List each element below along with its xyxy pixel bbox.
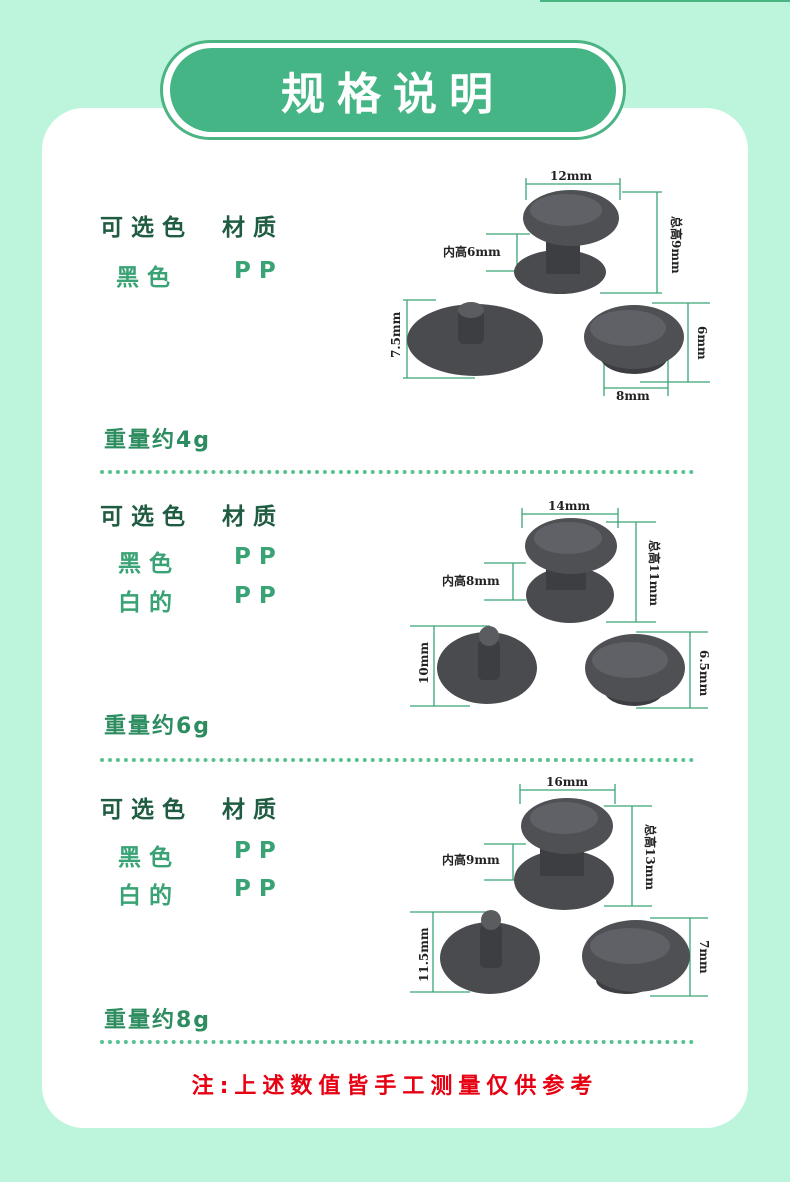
dim-diameter-1: 12mm <box>550 169 592 183</box>
label-material-2: 材质 <box>222 504 284 530</box>
page-title: 规格说明 <box>281 69 505 120</box>
option-color-3-1: 黑色 <box>118 845 180 871</box>
option-color-2-1: 黑色 <box>118 551 180 577</box>
dim-diameter-2: 14mm <box>548 499 590 513</box>
dim-cap-1: 6mm <box>695 326 709 360</box>
dim-cap-3: 7mm <box>697 940 711 974</box>
product-figure-3: 16mm 内高9mm 总高13mm 11.5mm 7mm <box>410 775 711 997</box>
weight-2: 重量约6g <box>104 714 212 739</box>
option-material-2-2: PP <box>234 583 284 609</box>
dim-total-1: 总高9mm <box>669 216 684 274</box>
label-color-3: 可选色 <box>100 797 193 823</box>
option-color-1-1: 黑色 <box>116 265 178 291</box>
banner: 规格说明 <box>170 48 616 132</box>
part-post <box>458 308 484 344</box>
product-figure-1: 12mm 内高6mm 总高9mm 7.5mm 6mm 8mm <box>389 169 710 403</box>
dim-stem-1: 7.5mm <box>389 311 403 358</box>
divider-2 <box>100 758 694 762</box>
divider-1 <box>100 470 694 474</box>
dim-inner-1: 内高6mm <box>443 244 501 259</box>
dim-stem-3: 11.5mm <box>417 927 431 982</box>
weight-3: 重量约8g <box>104 1008 212 1033</box>
option-material-3-2: PP <box>234 876 284 902</box>
label-color-2: 可选色 <box>100 504 193 530</box>
dim-inner-2: 内高8mm <box>442 573 500 588</box>
disclaimer-note: 注:上述数值皆手工测量仅供参考 <box>191 1074 599 1099</box>
top-accent-line <box>540 0 790 2</box>
product-figure-2: 14mm 内高8mm 总高11mm 10mm 6.5mm <box>410 499 711 709</box>
dim-total-2: 总高11mm <box>647 540 662 606</box>
label-material-3: 材质 <box>222 797 284 823</box>
dim-stem-2: 10mm <box>417 642 431 684</box>
label-color-1: 可选色 <box>100 215 193 241</box>
option-material-3-1: PP <box>234 838 284 864</box>
option-color-2-2: 白的 <box>118 590 180 616</box>
dim-diameter-3: 16mm <box>546 775 588 789</box>
dim-cap-2: 6.5mm <box>697 650 711 697</box>
weight-1: 重量约4g <box>104 428 212 453</box>
option-color-3-2: 白的 <box>118 883 180 909</box>
divider-3 <box>100 1040 694 1044</box>
option-material-2-1: PP <box>234 544 284 570</box>
dim-inner-3: 内高9mm <box>442 852 500 867</box>
label-material-1: 材质 <box>222 215 284 241</box>
dim-total-3: 总高13mm <box>643 824 658 890</box>
dim-base-1: 8mm <box>616 389 650 403</box>
option-material-1-1: PP <box>234 258 284 284</box>
